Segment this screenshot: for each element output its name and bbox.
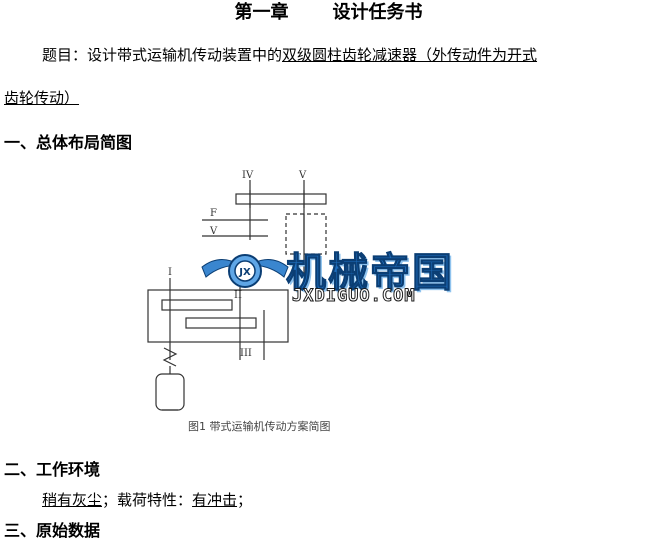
gear-stage-2 — [185, 317, 257, 329]
env-end: ； — [237, 491, 253, 509]
diagram-svg: IV V F V I II III — [147, 170, 327, 411]
topic-line: 题目：设计带式运输机传动装置中的双级圆柱齿轮减速器（外传动件为开式 — [42, 44, 651, 66]
watermark-logo-text: JX — [238, 267, 251, 278]
coupling — [162, 347, 178, 367]
section-heading-original-data: 三、原始数据 — [4, 521, 101, 540]
label-iv: IV — [242, 170, 254, 181]
section-heading-layout: 一、总体布局简图 — [4, 133, 133, 152]
topic-prefix: 题目：设计带式运输机传动装置中的 — [42, 46, 283, 64]
figure-caption: 图1 带式运输机传动方案简图 — [188, 420, 331, 433]
section-heading-environment: 二、工作环境 — [4, 460, 101, 479]
label-iii: III — [240, 348, 252, 359]
topic-underlined-1: 双级圆柱齿轮减速器（外传动件为开式 — [282, 46, 538, 64]
env-sep: ；载荷特性： — [102, 491, 193, 509]
topic-underlined-2: 齿轮传动） — [4, 89, 80, 107]
watermark-text: 机械帝国 — [286, 250, 454, 297]
open-gear-box — [285, 213, 327, 255]
label-f: F — [210, 208, 217, 219]
topic-line-2: 齿轮传动） — [4, 87, 79, 109]
top-belt-drum — [235, 193, 327, 205]
chapter-number: 第一章 — [234, 2, 289, 23]
gear-stage-1 — [161, 299, 233, 311]
env-load: 有冲击 — [192, 491, 238, 509]
label-i: I — [168, 267, 172, 278]
reducer-housing — [147, 289, 289, 343]
chapter-name: 设计任务书 — [332, 2, 423, 23]
watermark-subtext: JXDIGUO.COM — [292, 286, 416, 307]
label-v-top: V — [298, 170, 307, 181]
label-ii: II — [234, 290, 242, 301]
chapter-title: 第一章 设计任务书 — [0, 2, 657, 24]
watermark-logo: JX — [200, 243, 290, 303]
environment-line: 稍有灰尘；载荷特性：有冲击； — [42, 489, 252, 511]
env-dust: 稍有灰尘 — [42, 491, 103, 509]
label-v-side: V — [209, 226, 218, 237]
transmission-diagram: IV V F V I II III — [118, 160, 358, 442]
motor — [155, 373, 185, 411]
wing-gear-icon: JX — [201, 254, 289, 288]
